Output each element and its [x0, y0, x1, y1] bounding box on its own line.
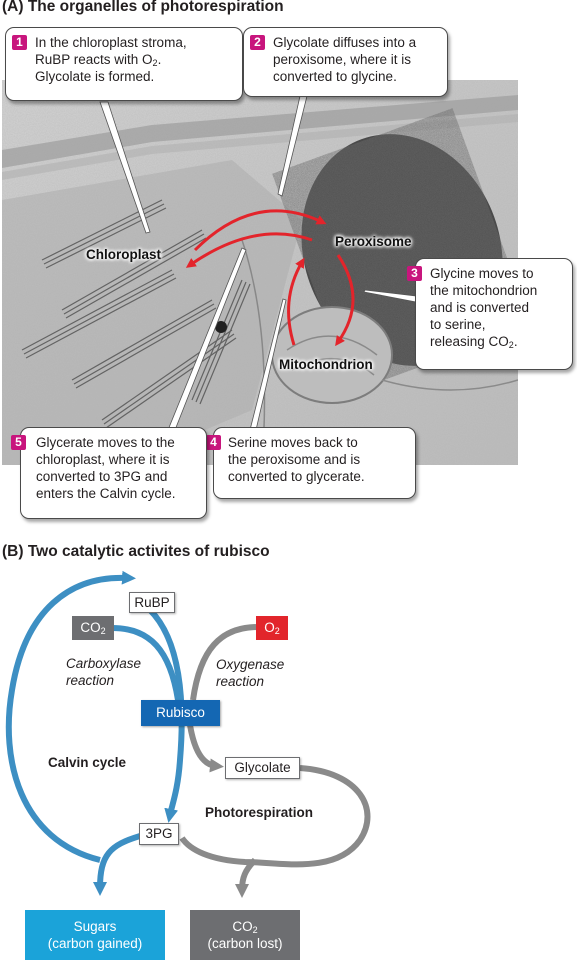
step-5-callout: 5 Glycerate moves to the chloroplast, wh… — [11, 427, 207, 519]
step-2-text: Glycolate diffuses into a peroxisome, wh… — [273, 35, 417, 84]
step-4-callout: 4 Serine moves back to the peroxisome an… — [206, 427, 416, 499]
arrow-chloroplast-to-peroxisome — [193, 209, 327, 252]
calvin-cycle-loop-arrow — [5, 570, 136, 863]
step-4-badge: 4 — [206, 435, 221, 450]
co2-to-rubisco-line — [111, 625, 181, 701]
mitochondrion-label: Mitochondrion — [279, 357, 373, 372]
step-2-badge: 2 — [250, 35, 265, 50]
step-1-callout: 1 In the chloroplast stroma, RuBP reacts… — [5, 27, 243, 101]
co2-output-box: CO2 (carbon lost) — [190, 910, 300, 960]
step-1-badge: 1 — [12, 35, 27, 50]
panel-a-title: (A) The organelles of photorespiration — [2, 0, 284, 15]
rubisco-to-glycolate-arrow — [187, 724, 224, 773]
chloroplast-label: Chloroplast — [86, 247, 162, 262]
step-3-badge: 3 — [407, 266, 422, 281]
arrow-peroxisome-to-chloroplast — [185, 232, 313, 268]
calvin-cycle-label: Calvin cycle — [48, 755, 127, 770]
carboxylase-label: Carboxylase reaction — [66, 656, 142, 688]
sugars-output-box: Sugars (carbon gained) — [25, 910, 165, 960]
sugars-line1: Sugars — [73, 919, 117, 934]
arrow-peroxisome-to-mitochondrion — [335, 254, 355, 347]
arrow-mitochondrion-to-peroxisome — [287, 257, 305, 346]
step-2-callout: 2 Glycolate diffuses into a peroxisome, … — [243, 27, 448, 97]
rubp-to-3pg-arrow — [147, 607, 185, 823]
glycolate-box: Glycolate — [225, 757, 300, 779]
step-3-text: Glycine moves to the mitochondrion and i… — [430, 266, 538, 350]
o2-input-box: O2 — [256, 616, 288, 640]
step-4-text: Serine moves back to the peroxisome and … — [228, 435, 365, 484]
to-co2-lost-arrow — [235, 857, 258, 898]
step-1-text: In the chloroplast stroma, RuBP reacts w… — [35, 35, 187, 84]
co2-input-box: CO2 — [72, 616, 114, 640]
oxygenase-label: Oxygenase reaction — [216, 657, 285, 689]
co2-output-line2: (carbon lost) — [207, 936, 283, 951]
peroxisome-label: Peroxisome — [335, 234, 412, 249]
photorespiration-loop — [179, 765, 371, 868]
3pg-box: 3PG — [139, 823, 179, 845]
panel-b-title: (B) Two catalytic activites of rubisco — [2, 543, 270, 560]
co2-output-line1: CO2 — [232, 919, 258, 935]
step-5-text: Glycerate moves to the chloroplast, wher… — [36, 435, 176, 501]
photorespiration-label: Photorespiration — [205, 805, 314, 820]
rubisco-box: Rubisco — [141, 700, 220, 726]
step-5-badge: 5 — [11, 435, 26, 450]
rubp-box: RuBP — [129, 592, 175, 613]
o2-to-rubisco-line — [190, 624, 259, 701]
sugars-line2: (carbon gained) — [47, 936, 143, 951]
step-3-callout: 3 Glycine moves to the mitochondrion and… — [407, 258, 573, 370]
3pg-to-sugars-arrow — [93, 833, 141, 896]
micrograph-image — [2, 80, 518, 465]
